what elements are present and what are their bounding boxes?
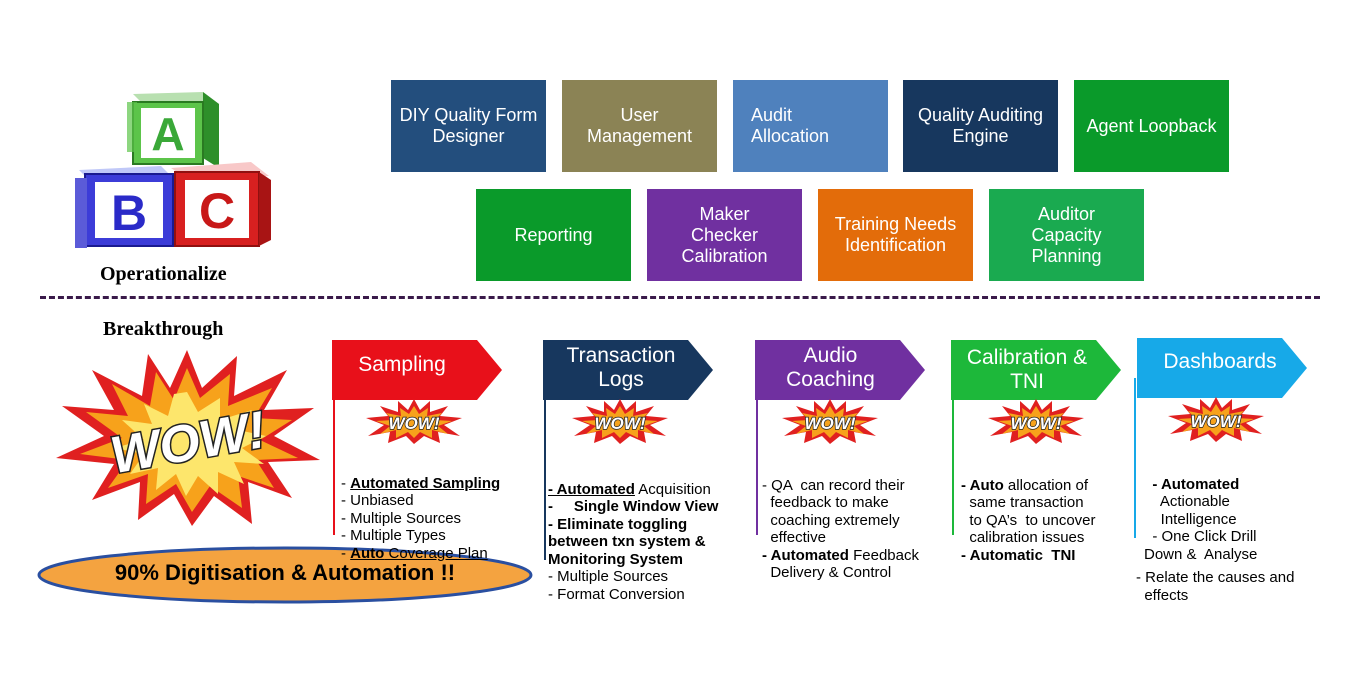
text-line: - One Click Drill	[1144, 528, 1257, 545]
breakthrough-label: Breakthrough	[103, 318, 224, 340]
text-line-bold: - Automated	[762, 546, 849, 564]
text-line-bold: - Automated	[1144, 475, 1240, 493]
box-auditor-capacity-planning: Auditor Capacity Planning	[989, 189, 1144, 281]
text-line: Actionable	[1144, 493, 1230, 510]
text-line: - Unbiased	[341, 492, 414, 509]
text-line: same transaction	[961, 494, 1084, 511]
block-c-letter: C	[199, 183, 235, 239]
box-reporting: Reporting	[476, 189, 631, 281]
text-line: to QA’s to uncover	[961, 511, 1096, 529]
box-label: Audit Allocation	[751, 105, 830, 146]
text-line: allocation of	[1003, 476, 1088, 494]
box-training-needs-identification: Training Needs Identification	[818, 189, 973, 281]
box-label: Auditor Capacity Planning	[1031, 203, 1102, 266]
operationalize-label: Operationalize	[100, 263, 227, 285]
dashboards-text: - Automated Actionable Intelligence - On…	[1136, 458, 1302, 604]
text-line: Intelligence	[1144, 510, 1237, 528]
text-line: feedback to make	[762, 494, 889, 511]
text-line: Coverage Plan	[384, 544, 488, 562]
box-agent-loopback: Agent Loopback	[1074, 80, 1229, 172]
text-line-bold: Auto	[350, 544, 385, 562]
text-line: Down & Analyse	[1144, 545, 1258, 563]
text-line: effective	[762, 529, 826, 546]
arrow-audio-coaching	[755, 340, 925, 400]
small-wow-text: WOW!	[805, 414, 856, 433]
text-line: - Multiple Sources	[548, 568, 669, 585]
block-b-letter: B	[111, 185, 147, 241]
column-line-dashboards	[1134, 378, 1136, 538]
abc-blocks-icon: A B C	[75, 92, 271, 248]
calibration-tni-text: - Auto allocation of same transaction to…	[961, 459, 1096, 564]
text-line: Delivery & Control	[762, 564, 892, 581]
box-audit-allocation: Audit Allocation	[733, 80, 888, 172]
text-line: -	[341, 544, 351, 562]
arrow-title-transaction-logs: Transaction Logs	[566, 344, 676, 391]
text-line: coaching extremely	[762, 511, 900, 529]
text-line: - Format Conversion	[548, 585, 685, 603]
column-line-transaction-logs	[544, 400, 546, 560]
box-label: DIY Quality Form Designer	[399, 105, 538, 146]
text-line-bold: Automated Sampling	[350, 474, 501, 492]
text-line-bold: - Auto	[961, 476, 1004, 494]
digitisation-banner-text: 90% Digitisation & Automation !!	[114, 560, 456, 585]
small-wow-text: WOW!	[595, 414, 646, 433]
column-line-calibration-tni	[952, 400, 954, 535]
text-line-bold: - Eliminate toggling	[548, 515, 688, 533]
text-line-bold: Monitoring System	[548, 550, 684, 568]
audio-coaching-text: - QA can record their feedback to make c…	[762, 459, 919, 582]
box-label: Quality Auditing Engine	[917, 105, 1044, 146]
arrow-title-dashboards: Dashboards	[1163, 350, 1277, 373]
text-line: Feedback	[848, 546, 919, 564]
text-line: calibration issues	[961, 529, 1085, 546]
small-wow-icon-dashboards: WOW!	[1168, 397, 1264, 442]
column-line-sampling	[333, 400, 335, 535]
small-wow-icon-calibration-tni: WOW!	[988, 399, 1084, 444]
text-line-bold: - Single Window View	[548, 498, 719, 515]
section-divider	[40, 296, 1320, 299]
text-line: - Multiple Sources	[341, 509, 462, 527]
text-line: Acquisition	[634, 480, 711, 498]
box-diy-quality-form-designer: DIY Quality Form Designer	[391, 80, 546, 172]
small-wow-icon-sampling: WOW!	[366, 399, 462, 444]
box-label: Training Needs Identification	[834, 214, 957, 255]
box-label: User Management	[586, 105, 693, 146]
arrow-calibration-tni	[951, 340, 1121, 400]
arrow-title-audio-coaching: Audio Coaching	[786, 344, 875, 391]
transaction-logs-text: - Automated Acquisition- Single Window V…	[548, 463, 718, 603]
text-line-bold: - Automated	[548, 480, 635, 498]
small-wow-text: WOW!	[1191, 412, 1242, 431]
arrow-sampling	[332, 340, 502, 400]
text-line: effects	[1136, 586, 1189, 604]
arrow-title-sampling: Sampling	[358, 353, 446, 376]
arrow-transaction-logs	[543, 340, 713, 400]
box-label: Reporting	[514, 224, 593, 245]
sampling-text: - Automated Sampling- Unbiased- Multiple…	[341, 457, 500, 562]
box-maker-checker-calibration: Maker Checker Calibration	[647, 189, 802, 281]
box-quality-auditing-engine: Quality Auditing Engine	[903, 80, 1058, 172]
text-line: - Multiple Types	[341, 527, 446, 544]
small-wow-icon-transaction-logs: WOW!	[572, 399, 668, 444]
text-line: -	[341, 474, 351, 492]
arrow-dashboards	[1137, 338, 1307, 398]
text-line: - QA can record their	[762, 476, 905, 494]
small-wow-text: WOW!	[1011, 414, 1062, 433]
block-a-letter: A	[151, 108, 184, 160]
text-line: - Relate the causes and	[1136, 569, 1295, 586]
text-line-bold: between txn system &	[548, 533, 706, 550]
column-line-audio-coaching	[756, 400, 758, 535]
wow-burst-icon: WOW!	[56, 350, 320, 526]
digitisation-banner	[37, 546, 533, 604]
arrow-title-calibration-tni: Calibration & TNI	[966, 346, 1088, 393]
text-line-bold: - Automatic TNI	[961, 546, 1076, 564]
box-user-management: User Management	[562, 80, 717, 172]
small-wow-text: WOW!	[389, 414, 440, 433]
box-label: Agent Loopback	[1086, 115, 1217, 136]
box-label: Maker Checker Calibration	[681, 203, 768, 266]
small-wow-icon-audio-coaching: WOW!	[782, 399, 878, 444]
